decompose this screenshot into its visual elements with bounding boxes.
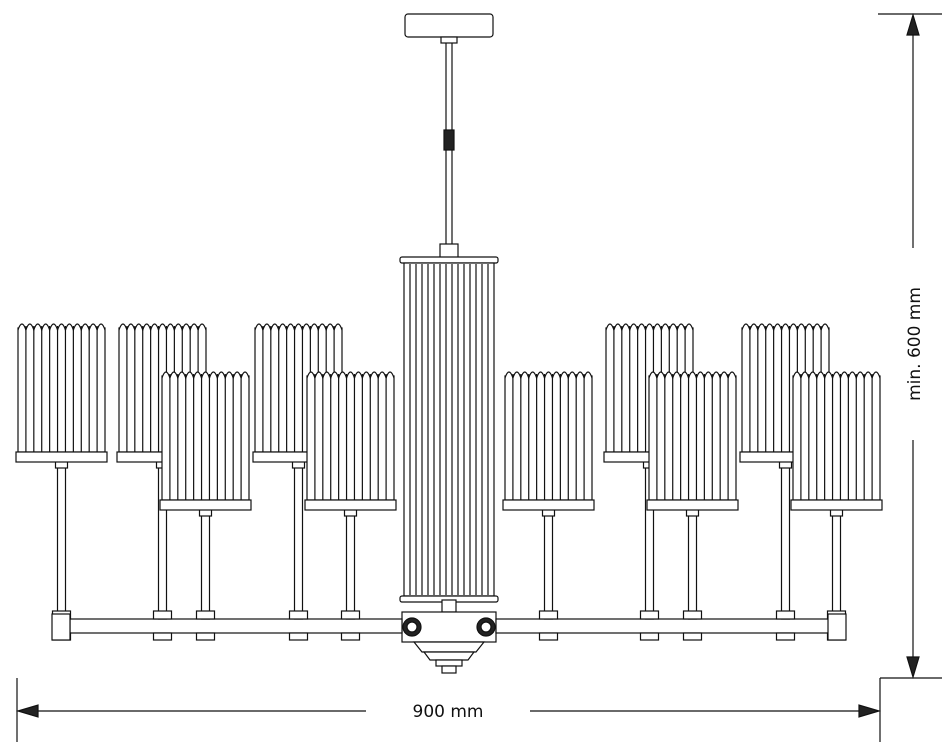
lamp-group — [15, 323, 883, 641]
ceiling-canopy — [404, 13, 494, 38]
lamp — [15, 323, 108, 641]
central-column — [399, 256, 499, 603]
lamp — [646, 371, 739, 641]
lamp — [159, 371, 252, 641]
width-label: 900 mm — [413, 702, 484, 722]
height-label: min. 600 mm — [905, 287, 925, 401]
width-dimension: 900 mm — [15, 677, 942, 742]
central-hub — [401, 599, 497, 674]
arm-end-right — [827, 613, 847, 641]
arm-end-left — [51, 613, 71, 641]
arm-bar — [69, 618, 403, 634]
lamp — [304, 371, 397, 641]
lamp — [502, 371, 595, 641]
height-dimension: min. 600 mm — [878, 12, 942, 680]
lamp — [790, 371, 883, 641]
